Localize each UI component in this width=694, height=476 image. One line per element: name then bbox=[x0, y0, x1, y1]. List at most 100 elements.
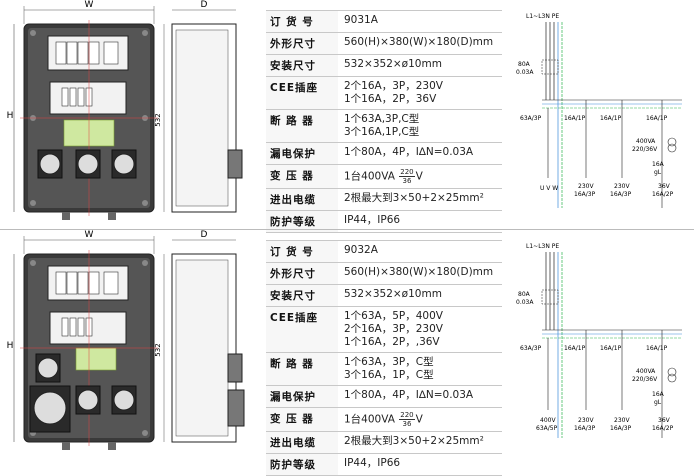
enclosure-drawing: W H bbox=[7, 0, 243, 220]
transformer-rating: 1台400VA bbox=[344, 413, 395, 426]
dim-w: W bbox=[85, 230, 94, 240]
schem-o3b: 16A/2P bbox=[652, 191, 674, 198]
schem-o1a: 230V bbox=[578, 183, 594, 190]
spec-table: 订 货 号 9031A 外形尺寸 560(H)×380(W)×180(D)mm … bbox=[266, 10, 502, 233]
spec-row-cable: 进出电缆 2根最大到3×50+2×25mm² bbox=[266, 189, 502, 211]
spec-label: CEE插座 bbox=[266, 307, 338, 352]
schem-b3: 16A/1P bbox=[646, 345, 668, 352]
spec-row-rcd: 漏电保护 1个80A，4P，I∆N=0.03A bbox=[266, 143, 502, 165]
wiring-schematic: L1~L3N PE 80A 0.03A 63A/3P 16A/1P 16A/1P… bbox=[516, 13, 682, 208]
spec-label: 安装尺寸 bbox=[266, 55, 338, 76]
spec-row-rcd: 漏电保护 1个80A，4P，I∆N=0.03A bbox=[266, 386, 502, 408]
schem-o2a: 230V bbox=[614, 183, 630, 190]
spec-label: 订 货 号 bbox=[266, 11, 338, 32]
spec-row-size: 外形尺寸 560(H)×380(W)×180(D)mm bbox=[266, 263, 502, 285]
dim-532: 532 bbox=[154, 113, 162, 126]
dim-h: H bbox=[7, 111, 14, 121]
schem-o1a: 230V bbox=[578, 417, 594, 424]
spec-row-cee: CEE插座 1个63A，5P，400V 2个16A，3P，230V 1个16A，… bbox=[266, 307, 502, 353]
dim-532: 532 bbox=[154, 343, 162, 356]
schem-o3b: 16A/2P bbox=[652, 425, 674, 432]
spec-label: 订 货 号 bbox=[266, 241, 338, 262]
spec-line: 1个63A，3P，C型 bbox=[344, 356, 434, 368]
enclosure-drawing: W H D 532 bbox=[7, 230, 245, 450]
spec-row-model: 订 货 号 9032A bbox=[266, 240, 502, 263]
spec-label: CEE插座 bbox=[266, 77, 338, 109]
spec-value: 2根最大到3×50+2×25mm² bbox=[344, 435, 484, 447]
schem-o0a: 400V bbox=[540, 417, 556, 424]
schem-tr1: 400VA bbox=[636, 138, 656, 145]
schem-o1b: 16A/3P bbox=[574, 191, 596, 198]
schem-b3: 16A/1P bbox=[646, 115, 668, 122]
spec-row-ip: 防护等级 IP44，IP66 bbox=[266, 454, 502, 476]
spec-label: 防护等级 bbox=[266, 211, 338, 232]
spec-row-mount: 安装尺寸 532×352×ø10mm bbox=[266, 285, 502, 307]
spec-value: 532×352×ø10mm bbox=[344, 58, 442, 70]
schem-tr2: 220/36V bbox=[632, 376, 658, 383]
schem-o0b: 63A/5P bbox=[536, 425, 558, 432]
spec-value: 1个63A，5P，400V 2个16A，3P，230V 1个16A，2P，,36… bbox=[338, 307, 502, 352]
spec-value: 1个80A，4P，I∆N=0.03A bbox=[344, 146, 474, 158]
spec-value: IP44，IP66 bbox=[344, 214, 401, 226]
spec-label: 变 压 器 bbox=[266, 165, 338, 188]
spec-line: 3个16A，1P，C型 bbox=[344, 369, 434, 381]
spec-table: 订 货 号 9032A 外形尺寸 560(H)×380(W)×180(D)mm … bbox=[266, 240, 502, 476]
schem-main: 63A/3P bbox=[520, 345, 542, 352]
schem-top: L1~L3N PE bbox=[526, 243, 559, 250]
schem-rcd2: 0.03A bbox=[516, 299, 534, 306]
spec-label: 漏电保护 bbox=[266, 386, 338, 407]
schem-tr2: 220/36V bbox=[632, 146, 658, 153]
spec-line: 1个16A，2P，,36V bbox=[344, 336, 440, 348]
schem-rcd: 80A bbox=[518, 291, 531, 298]
schem-b2: 16A/1P bbox=[600, 345, 622, 352]
spec-label: 进出电缆 bbox=[266, 432, 338, 453]
dim-h: H bbox=[7, 341, 14, 351]
spec-value: 1个63A,3P,C型 3个16A,1P,C型 bbox=[338, 110, 502, 142]
schem-o3a: 36V bbox=[658, 183, 671, 190]
spec-label: 外形尺寸 bbox=[266, 33, 338, 54]
schem-b4a: 16A bbox=[652, 391, 665, 398]
transformer-rating: 1台400VA bbox=[344, 170, 395, 183]
spec-value: IP44，IP66 bbox=[344, 457, 401, 469]
schem-uvw: U V W bbox=[540, 185, 558, 192]
schem-b4b: gL bbox=[654, 169, 662, 176]
spec-row-cee: CEE插座 2个16A，3P，230V 1个16A，2P，36V bbox=[266, 77, 502, 110]
wiring-schematic: L1~L3N PE 80A 0.03A 63A/3P 16A/1P 16A/1P… bbox=[516, 243, 682, 438]
schem-top: L1~L3N PE bbox=[526, 13, 559, 20]
product-panel-9032A: W H D 532 bbox=[0, 229, 694, 476]
spec-row-mount: 安装尺寸 532×352×ø10mm bbox=[266, 55, 502, 77]
spec-value: 9032A bbox=[344, 244, 378, 256]
spec-label: 外形尺寸 bbox=[266, 263, 338, 284]
spec-value: 9031A bbox=[344, 14, 378, 26]
dim-d: D bbox=[201, 230, 208, 240]
spec-label: 防护等级 bbox=[266, 454, 338, 475]
spec-label: 断 路 器 bbox=[266, 110, 338, 142]
spec-value: 1个63A，3P，C型 3个16A，1P，C型 bbox=[338, 353, 502, 385]
spec-line: 2个16A，3P，230V bbox=[344, 323, 443, 335]
schem-o2b: 16A/3P bbox=[610, 425, 632, 432]
dim-d: D bbox=[201, 0, 208, 10]
schem-rcd: 80A bbox=[518, 61, 531, 68]
schem-o1b: 16A/3P bbox=[574, 425, 596, 432]
spec-value: 560(H)×380(W)×180(D)mm bbox=[344, 266, 494, 278]
spec-line: 1个16A，2P，36V bbox=[344, 93, 437, 105]
product-panel-9031A: W H bbox=[0, 0, 694, 233]
spec-row-size: 外形尺寸 560(H)×380(W)×180(D)mm bbox=[266, 33, 502, 55]
spec-value: 532×352×ø10mm bbox=[344, 288, 442, 300]
spec-value: 2根最大到3×50+2×25mm² bbox=[344, 192, 484, 204]
spec-label: 断 路 器 bbox=[266, 353, 338, 385]
schem-rcd2: 0.03A bbox=[516, 69, 534, 76]
spec-label: 安装尺寸 bbox=[266, 285, 338, 306]
schem-b1: 16A/1P bbox=[564, 345, 586, 352]
dim-w: W bbox=[85, 0, 94, 10]
schem-o2a: 230V bbox=[614, 417, 630, 424]
spec-value: 1个80A，4P，I∆N=0.03A bbox=[344, 389, 474, 401]
schem-o2b: 16A/3P bbox=[610, 191, 632, 198]
spec-value: 560(H)×380(W)×180(D)mm bbox=[344, 36, 494, 48]
